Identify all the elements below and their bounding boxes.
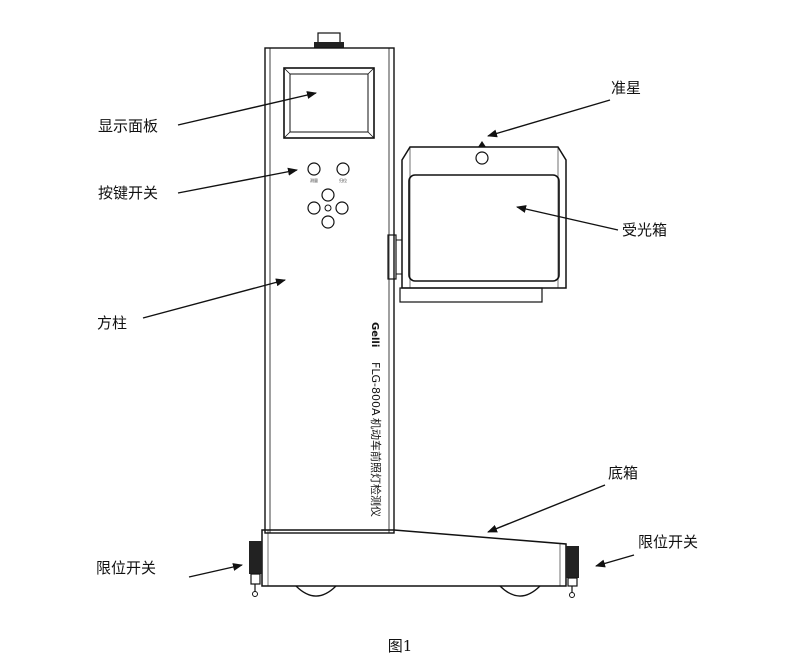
- receiver-arrow: [516, 205, 619, 231]
- base-box: [261, 529, 567, 597]
- front-sight-hole: [475, 151, 489, 165]
- label-square-column: 方柱: [97, 314, 127, 332]
- base-arrow: [487, 484, 606, 533]
- model-number: FLG-800A: [369, 362, 382, 416]
- display-panel-arrow: [177, 91, 317, 126]
- label-front-sight: 准星: [611, 79, 641, 97]
- label-limit-switch-left: 限位开关: [96, 559, 156, 577]
- label-base-box: 底箱: [608, 464, 638, 482]
- figure-caption: 图1: [388, 637, 413, 655]
- front-sight-arrow: [487, 99, 611, 138]
- square-column: [264, 47, 395, 534]
- right-wheel: [499, 585, 541, 597]
- right-button: [335, 201, 349, 215]
- measure-button: [307, 162, 321, 176]
- left-wheel: [295, 585, 337, 597]
- display-panel: [283, 67, 375, 139]
- keypad-arrow: [177, 167, 298, 194]
- label-display-panel: 显示面板: [98, 117, 158, 135]
- label-receiver-box: 受光箱: [622, 221, 667, 239]
- device-name: 机动车前照灯检测仪: [369, 418, 383, 517]
- reset-button: [336, 162, 350, 176]
- center-button: [324, 204, 332, 212]
- limit-switch-right: [566, 546, 579, 598]
- keypad: 测量 归位: [307, 162, 350, 229]
- brand-logo: Gelli: [369, 322, 380, 347]
- front-sight: [478, 141, 486, 147]
- label-keypad-switch: 按键开关: [98, 184, 158, 202]
- down-button: [321, 215, 335, 229]
- column-arrow: [142, 278, 286, 319]
- column-branding: Gelli FLG-800A 机动车前照灯检测仪: [369, 322, 383, 517]
- reset-button-label: 归位: [339, 177, 347, 183]
- limit-left-arrow: [188, 563, 243, 578]
- limit-switch-left: [249, 541, 262, 597]
- leader-arrows: [142, 91, 635, 578]
- receiver-lens: [408, 174, 560, 282]
- left-button: [307, 201, 321, 215]
- label-limit-switch-right: 限位开关: [638, 533, 698, 551]
- limit-right-arrow: [595, 554, 635, 568]
- measure-button-label: 测量: [310, 177, 318, 183]
- top-beacon: [314, 32, 344, 48]
- up-button: [321, 188, 335, 202]
- receiver-box: [387, 141, 567, 303]
